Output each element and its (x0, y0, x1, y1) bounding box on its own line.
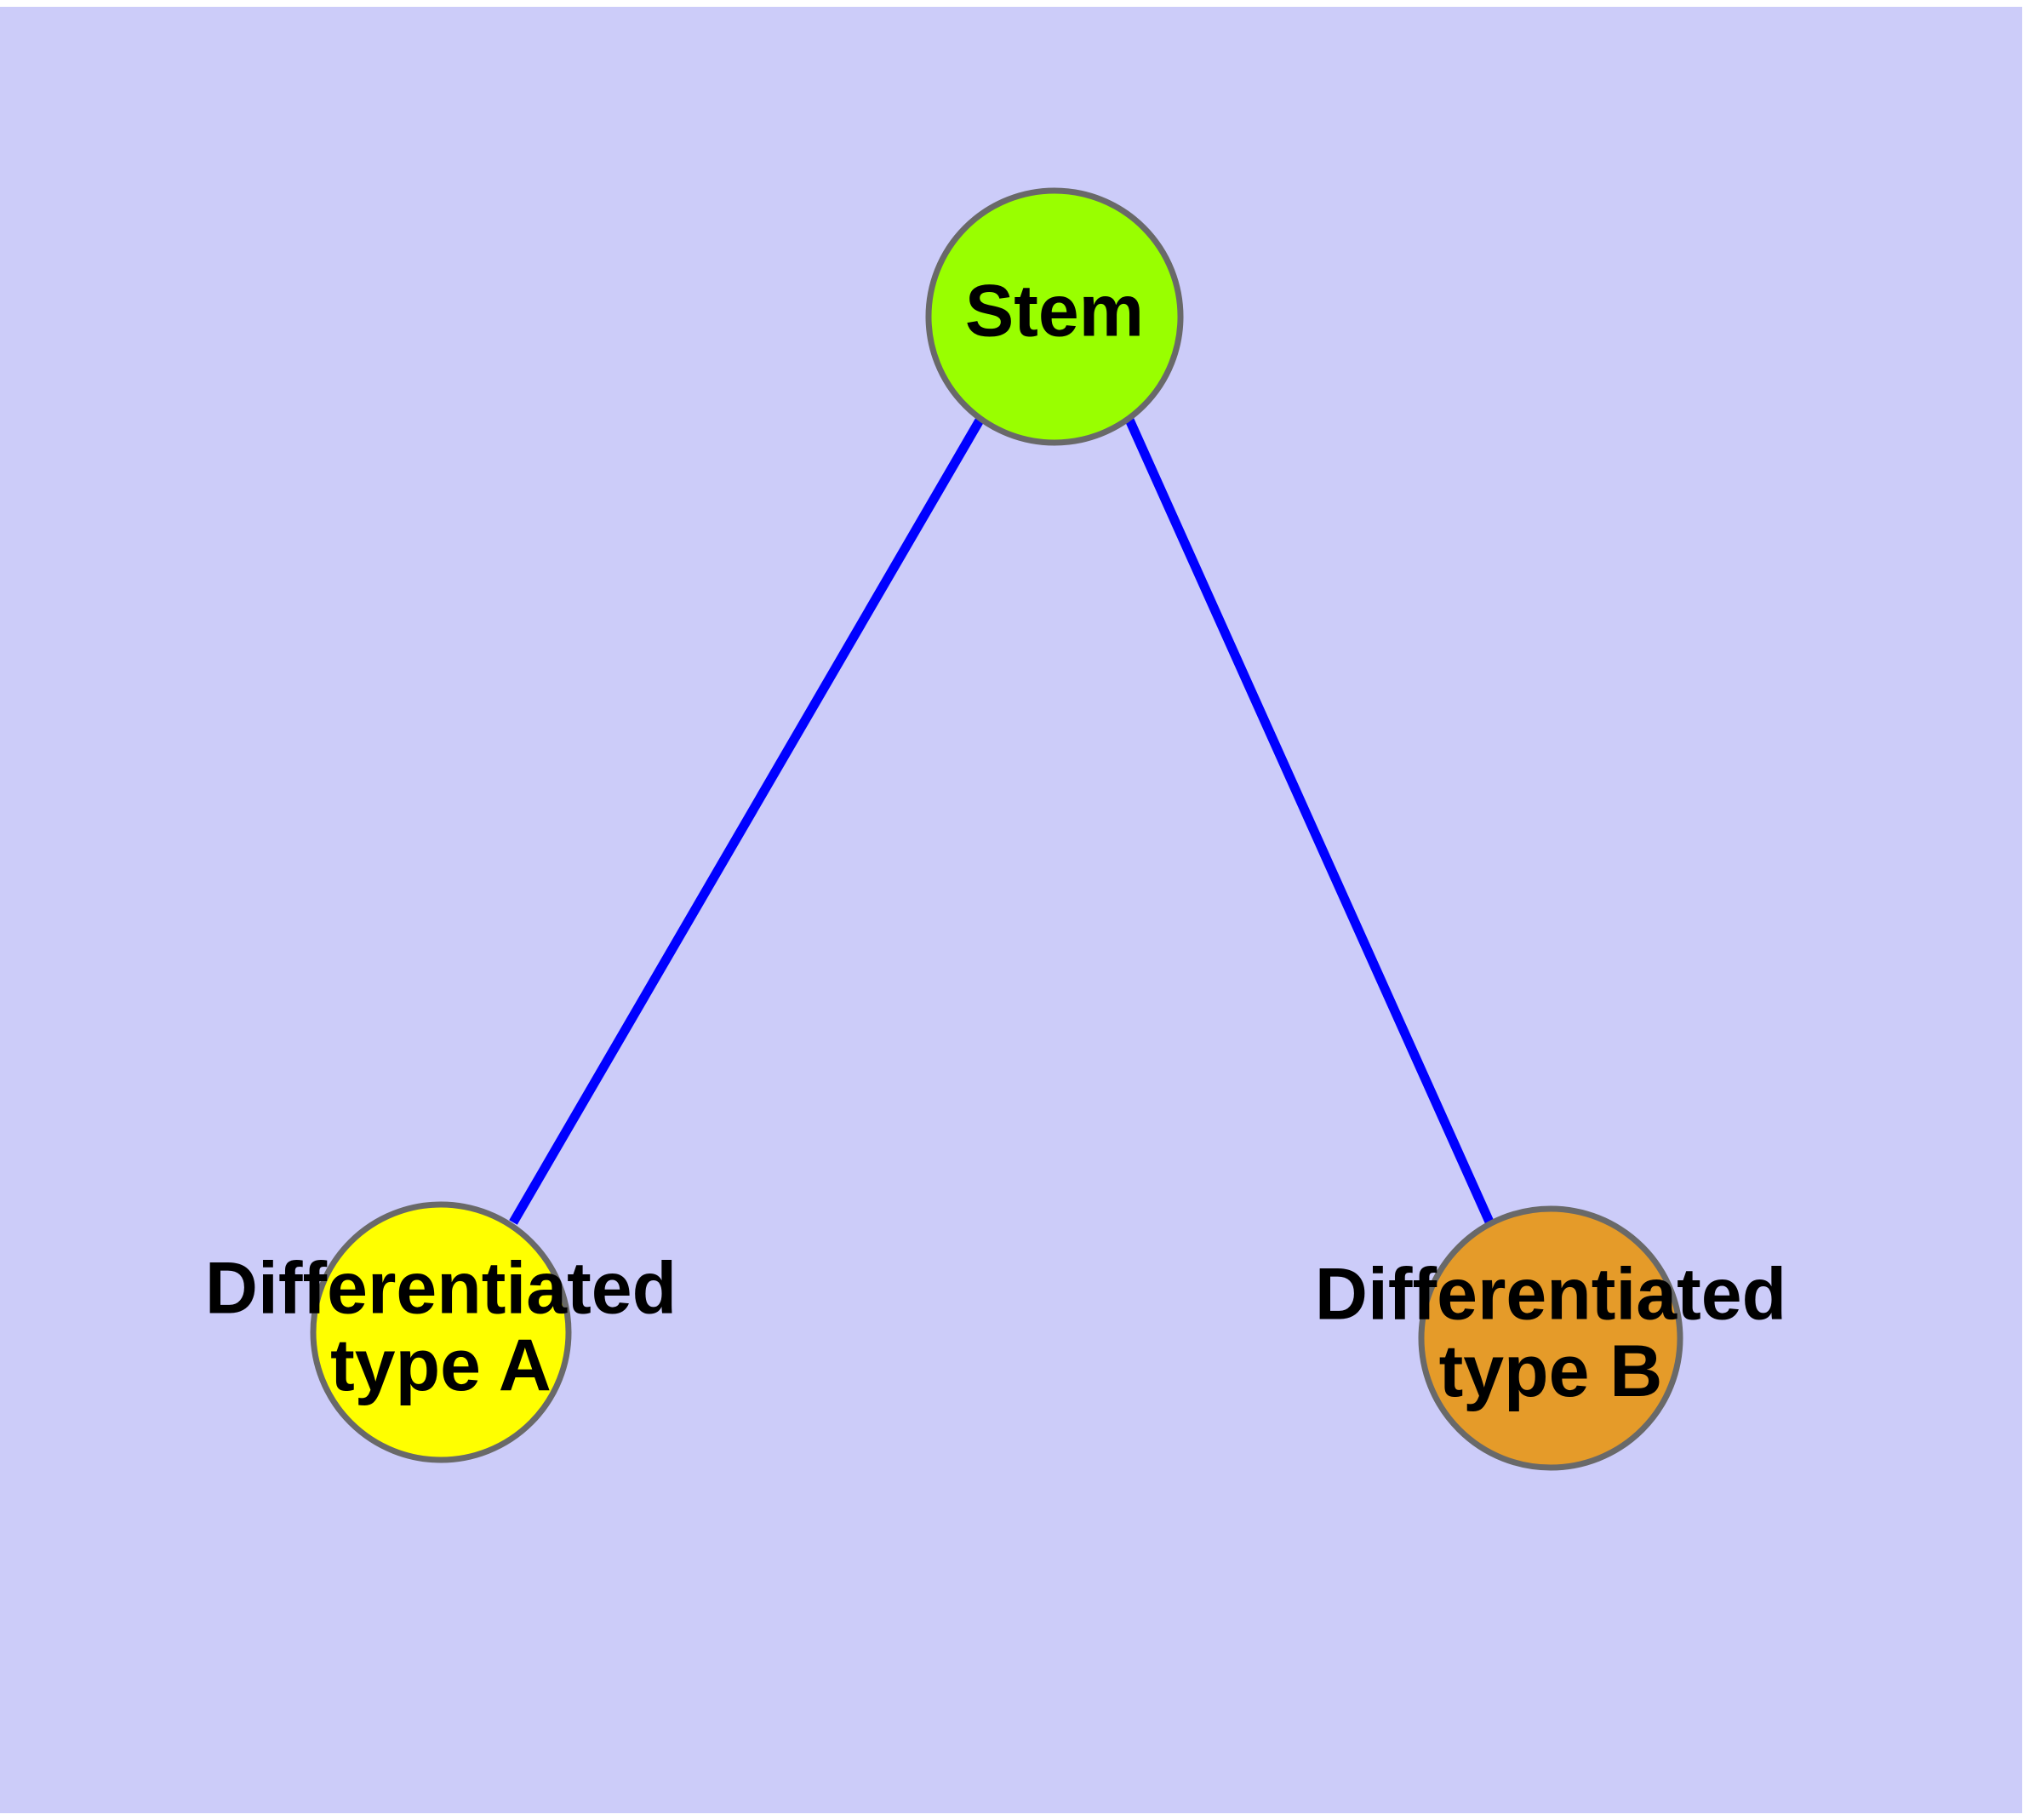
node-circle-diff-b[interactable] (1418, 1205, 1683, 1471)
graph-edge-stem-to-diff-b (1124, 417, 1497, 1230)
node-label-diff-a-line-1: Differentiated (205, 1248, 677, 1330)
node-circle-stem[interactable] (925, 187, 1184, 446)
node-label-diff-b-line-2: type B (1439, 1331, 1663, 1412)
edge-layer (509, 416, 1497, 1230)
graph-node-stem[interactable]: Stem (925, 187, 1184, 446)
node-label-diff-b-line-1: Differentiated (1315, 1254, 1786, 1336)
node-label-stem-line-1: Stem (965, 271, 1144, 352)
node-label-diff-a-line-2: type A (330, 1325, 552, 1406)
graph-edge-stem-to-diff-a (509, 416, 985, 1225)
node-circle-diff-a[interactable] (310, 1201, 572, 1463)
